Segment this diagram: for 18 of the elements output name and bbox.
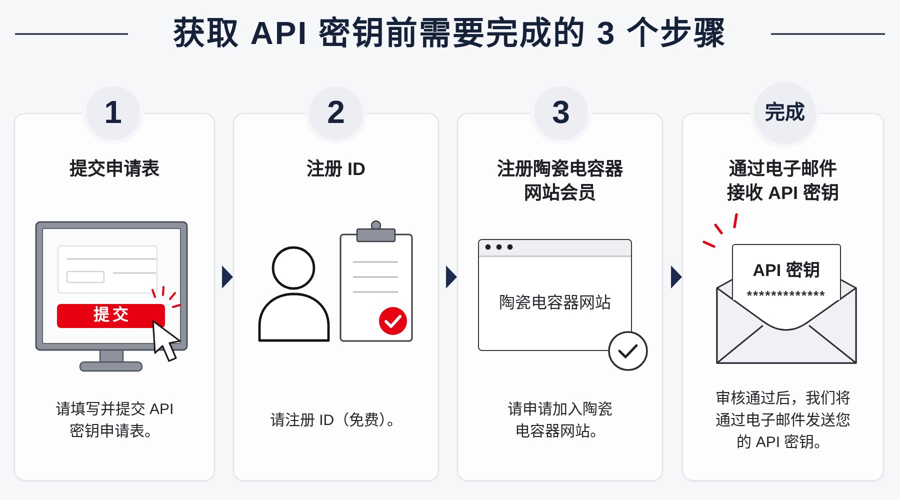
title: 获取 API 密钥前需要完成的 3 个步骤: [172, 14, 728, 53]
step-heading: 提交申请表: [70, 158, 160, 181]
step-description: 请填写并提交 API 密钥申请表。: [54, 400, 175, 442]
arrow: [222, 266, 233, 288]
step-heading: 注册陶瓷电容器网站会员: [496, 158, 624, 205]
step-description: 请注册 ID（免费）。: [270, 411, 402, 431]
step-heading: 通过电子邮件接收 API 密钥: [726, 158, 840, 205]
step-description: 审核通过后，我们将通过电子邮件发送您的 API 密钥。: [714, 389, 852, 453]
browser-window: [478, 238, 632, 351]
arrow: [446, 266, 457, 288]
submit-button: 提交: [56, 304, 165, 328]
arrow: [671, 266, 682, 288]
step-heading: 注册 ID: [306, 158, 366, 181]
letter: [732, 244, 841, 300]
letter-heading: API 密钥: [752, 261, 820, 282]
masked-key: *************: [746, 288, 826, 303]
step-description: 请申请加入陶瓷电容器网站。: [506, 400, 614, 442]
site-name: 陶瓷电容器网站: [498, 294, 611, 314]
